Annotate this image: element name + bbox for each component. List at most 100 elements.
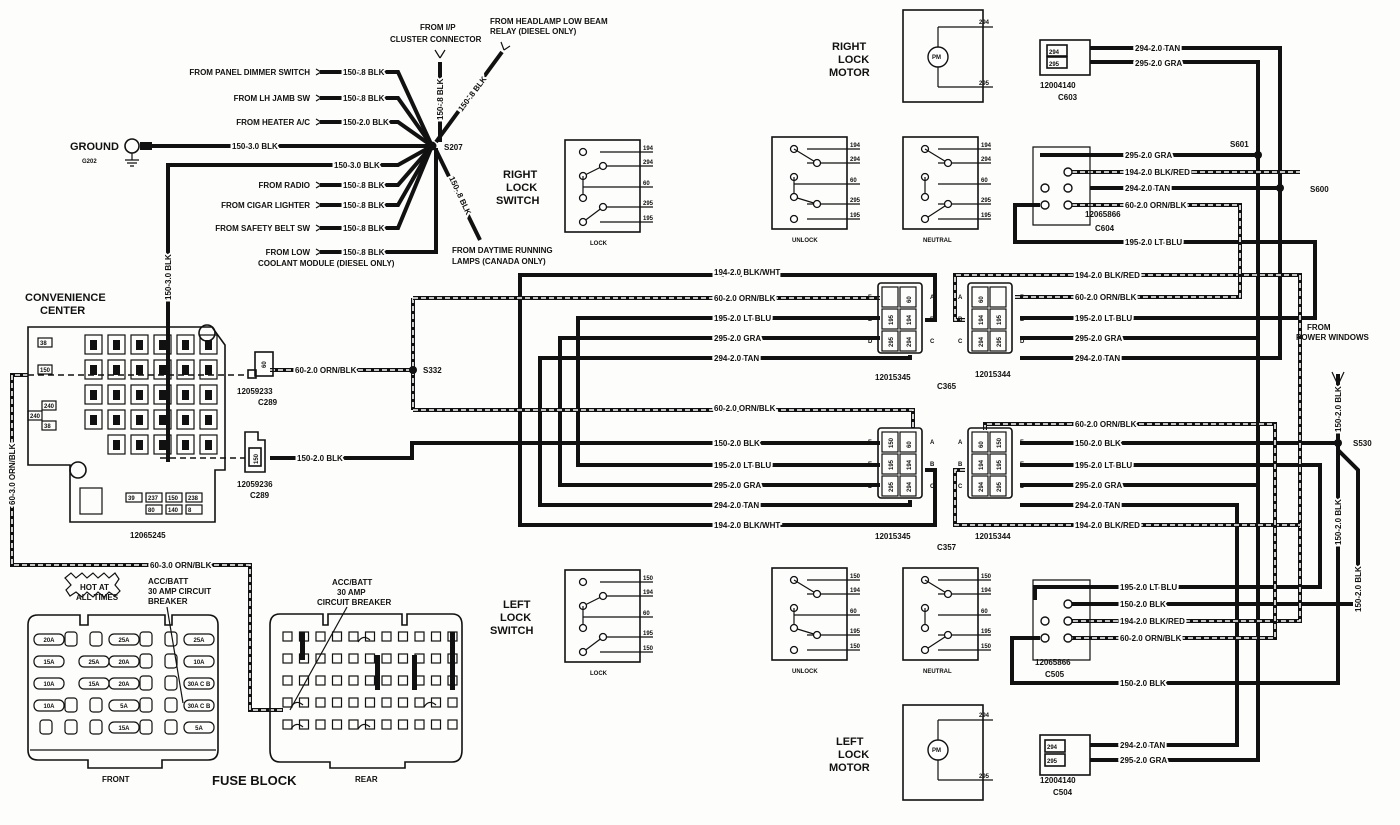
rear-terminal (414, 631, 425, 642)
pin-label: 294 (979, 20, 990, 26)
part-number: 12015344 (975, 532, 1011, 541)
contact-icon (812, 630, 822, 640)
input-source-label: COOLANT MODULE (DIESEL ONLY) (258, 259, 395, 268)
pin-label: 60 (643, 181, 650, 187)
switch-caption: NEUTRAL (923, 669, 952, 675)
relay-terminal (205, 390, 212, 400)
fuse-rating: 10A (193, 660, 205, 666)
drl-label: FROM DAYTIME RUNNING (452, 246, 553, 255)
pin-label: 195 (981, 213, 992, 219)
pin-label: 194 (850, 143, 861, 149)
connector-id: C289 (258, 398, 278, 407)
rear-terminal (381, 697, 392, 708)
cell-label: 38 (40, 341, 47, 347)
lever-line (793, 579, 818, 595)
rear-terminal (364, 675, 376, 686)
wire (1090, 60, 1260, 762)
wire-label: 150-.8 BLK (436, 78, 445, 120)
pin-cavity (971, 330, 989, 352)
fuse (108, 655, 140, 668)
switch-body (564, 569, 641, 663)
pin-cavity (881, 308, 899, 330)
wire (320, 148, 438, 254)
title: MOTOR (829, 762, 870, 774)
wire (1020, 503, 1239, 747)
cell-box (125, 492, 143, 503)
connector-c604[interactable]: 12065866 C604 295-2.0 GRA 194-2.0 BLK/RE… (1032, 140, 1329, 249)
connector-body (877, 282, 923, 354)
lever-line (924, 148, 949, 164)
empty-fuse-slot (139, 675, 153, 691)
pin-label: 60 (979, 441, 985, 448)
connector-c505[interactable]: 12065866 C505 195-2.0 LT BLU 150-2.0 BLK… (1032, 579, 1187, 690)
relay-socket (130, 384, 149, 405)
wire-label: 60-2.0 ORN/BLK (714, 294, 776, 303)
wire-label: 60-2.0 ORN/BLK (1120, 634, 1182, 643)
pin-label: 195 (997, 314, 1003, 325)
cell-box (37, 337, 53, 348)
wire-label: 194-2.0 BLK/RED (1075, 521, 1140, 530)
wire (166, 144, 433, 462)
mount-hole (69, 461, 87, 479)
part-number: 12059236 (237, 480, 273, 489)
rear-terminal (397, 631, 409, 642)
pin-letter: C (930, 484, 935, 490)
rear-terminal (414, 719, 425, 730)
rear-terminal (331, 631, 343, 642)
wire-label: 194-2.0 BLK/WHT (714, 268, 780, 277)
relay-terminal (205, 415, 212, 425)
fuse (108, 721, 140, 734)
connector-arrow-icon (315, 181, 338, 189)
wire-label: 60-2.0 ORN/BLK (714, 404, 776, 413)
cell-box (185, 492, 203, 503)
pin-label: 294 (1047, 745, 1058, 751)
striped-wire (413, 408, 915, 428)
fuse (183, 655, 215, 668)
relay-socket (84, 384, 103, 405)
pin-letter: D (868, 484, 873, 490)
connector-c603[interactable]: 294 295 12004140 C603 294-2.0 TAN 295-2.… (1039, 39, 1184, 102)
striped-wire-tracer (954, 274, 1301, 622)
empty-fuse-slot (89, 631, 103, 647)
wire-label: 60-2.0 ORN/BLK (295, 366, 357, 375)
pin-cavity (881, 286, 899, 308)
wire-label: 150-3.0 BLK (334, 161, 380, 170)
striped-wire-tracer (413, 409, 914, 428)
relay-terminal (113, 390, 120, 400)
connector-c289-lower[interactable]: 150 150-2.0 BLK 12059236 C289 (237, 431, 345, 500)
acc-label: 30 AMP CIRCUIT (148, 587, 211, 596)
connector-c504[interactable]: 294 295 12004140 C504 294-2.0 TAN 295-2.… (1039, 734, 1169, 797)
rear-terminal (397, 653, 409, 664)
cell-label: 140 (168, 508, 179, 514)
cell-label: 238 (188, 496, 199, 502)
pin-label: 150 (997, 437, 1003, 448)
lever-line (582, 206, 604, 223)
contact-icon (598, 591, 608, 601)
pin-letter: D (868, 339, 873, 345)
fuse-rating: 30A C B (188, 682, 211, 688)
rear-terminal (331, 697, 343, 708)
front-label: FRONT (102, 775, 130, 784)
rear-terminal (397, 675, 409, 686)
relay-socket (107, 359, 126, 380)
contact-icon (920, 645, 930, 655)
pin-label: 295 (889, 481, 895, 492)
relay-terminal (90, 415, 97, 425)
rear-terminal (447, 719, 458, 730)
rear-terminal (315, 653, 326, 664)
contact-icon (943, 589, 953, 599)
connector-c289-upper[interactable]: 60 60-2.0 ORN/BLK 12059233 C289 (237, 351, 359, 407)
fuse (183, 633, 215, 646)
pin-cavity (989, 330, 1007, 352)
pin-label: 294 (907, 481, 913, 492)
wire-label: 294-2.0 TAN (1135, 44, 1180, 53)
pin-cavity (881, 475, 899, 497)
lever-line (924, 579, 949, 595)
left-lock-switch-title: LEFT (503, 599, 531, 611)
pin-label: 294 (981, 157, 992, 163)
